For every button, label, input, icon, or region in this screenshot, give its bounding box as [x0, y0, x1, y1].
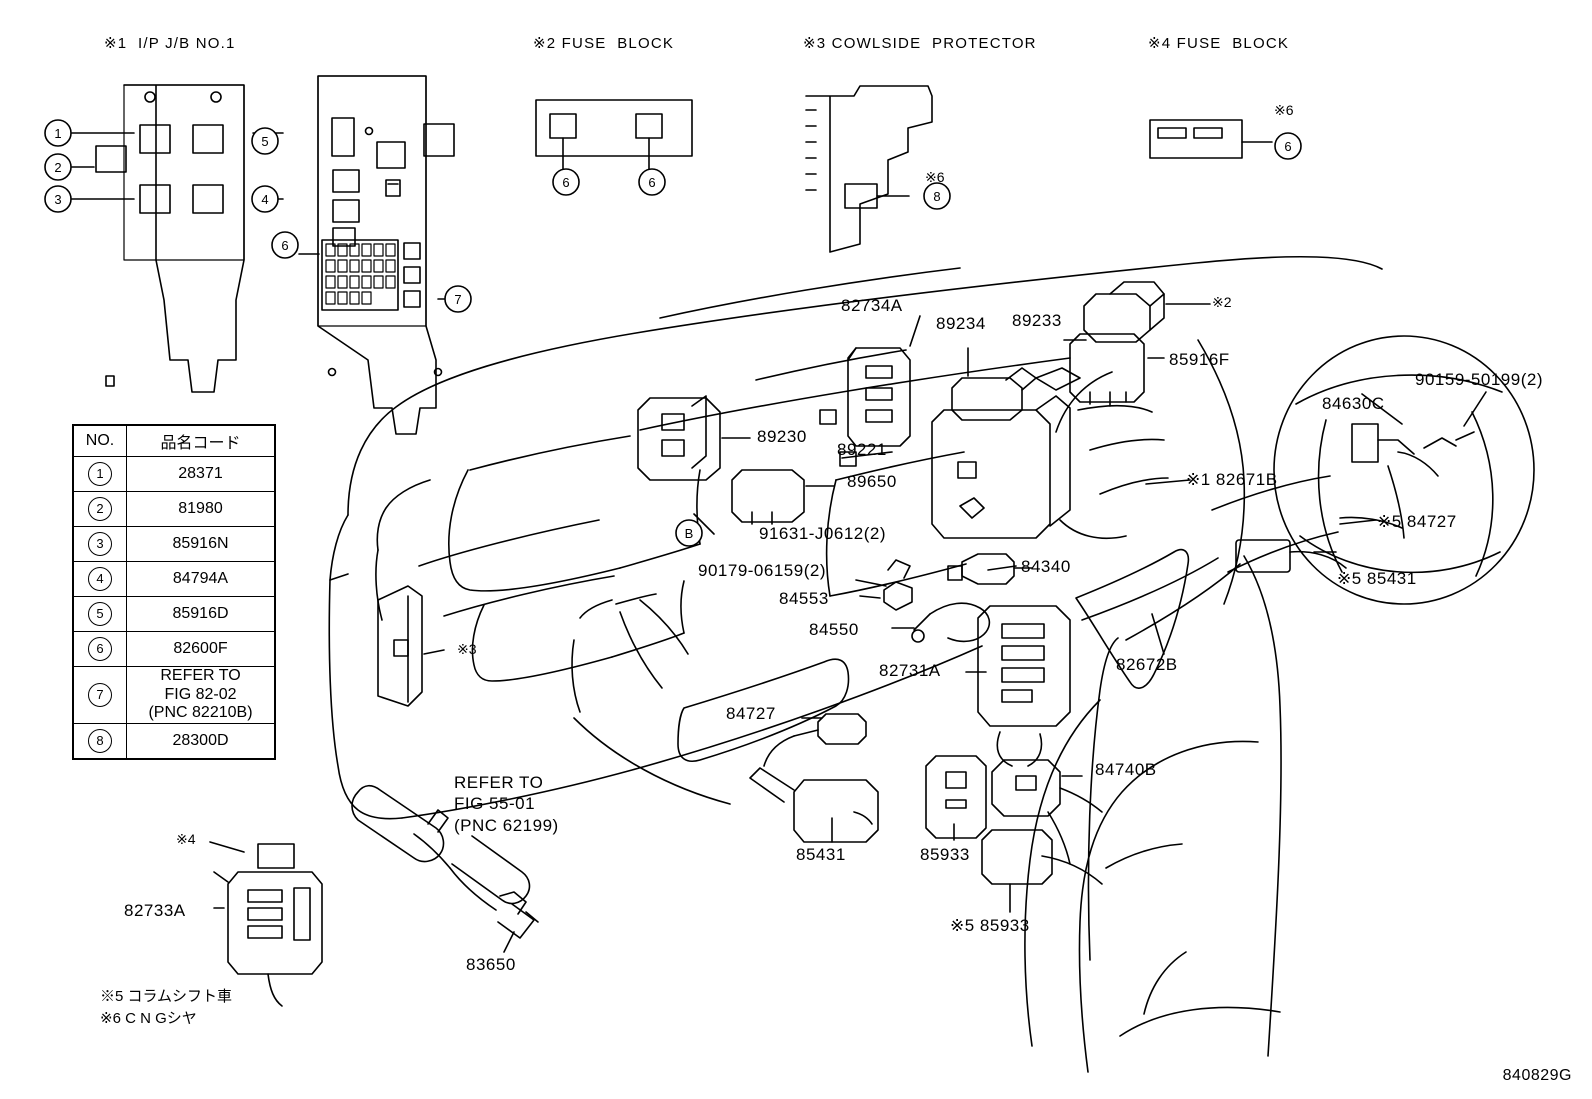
svg-text:3: 3 [54, 192, 61, 207]
table-row: 7 REFER TO FIG 82-02 (PNC 82210B) [72, 666, 276, 724]
part-label-85431: 85431 [796, 845, 846, 864]
ref-marker-6a: ※6 [925, 169, 945, 185]
part-label-84340: 84340 [1021, 557, 1071, 576]
balloon-1: 1 [88, 462, 112, 486]
part-label-83650: 83650 [466, 955, 516, 974]
legend-code-8: 28300D [126, 723, 276, 760]
part-label-90159-50199: 90159-50199(2) [1415, 370, 1543, 389]
svg-text:6: 6 [648, 175, 655, 190]
part-label-84553: 84553 [779, 589, 829, 608]
legend-code-1: 28371 [126, 456, 276, 492]
svg-text:6: 6 [281, 238, 288, 253]
balloon-2: 2 [88, 497, 112, 521]
ref-marker-6b: ※6 [1274, 102, 1294, 118]
part-label-89650: 89650 [847, 472, 897, 491]
svg-text:B: B [685, 526, 694, 541]
svg-text:6: 6 [562, 175, 569, 190]
section-header-fuse-block-4: ※4 FUSE BLOCK [1148, 35, 1290, 52]
drawing-code: 840829G [1502, 1067, 1572, 1084]
table-row: 5 85916D [72, 596, 276, 632]
legend-code-7: REFER TO FIG 82-02 (PNC 82210B) [126, 666, 276, 724]
table-row: 8 28300D [72, 723, 276, 760]
svg-text:4: 4 [261, 192, 268, 207]
part-label-85933: 85933 [920, 845, 970, 864]
part-label-82733A: 82733A [124, 901, 186, 920]
legend-code-2: 81980 [126, 491, 276, 527]
legend-code-5: 85916D [126, 596, 276, 632]
balloon-3: 3 [88, 532, 112, 556]
balloon-4: 4 [88, 567, 112, 591]
part-label-91631-J0612: 91631-J0612(2) [759, 524, 887, 543]
table-row: 4 84794A [72, 561, 276, 597]
balloon-8: 8 [88, 729, 112, 753]
part-label-84727-col: ※5 84727 [1377, 512, 1457, 531]
part-label-84550: 84550 [809, 620, 859, 639]
part-label-82672B: 82672B [1116, 655, 1178, 674]
part-label-85916F: 85916F [1169, 350, 1230, 369]
footnote-5: ※5 コラムシフト車 [100, 988, 233, 1005]
svg-text:2: 2 [54, 160, 61, 175]
part-label-89230: 89230 [757, 427, 807, 446]
part-label-82734A: 82734A [841, 296, 903, 315]
th-code: 品名コード [126, 424, 276, 457]
legend-code-3: 85916N [126, 526, 276, 562]
part-label-82671B: ※1 82671B [1186, 470, 1278, 489]
part-label-84727: 84727 [726, 704, 776, 723]
svg-text:5: 5 [261, 134, 268, 149]
part-label-89234: 89234 [936, 314, 986, 333]
part-label-84740B: 84740B [1095, 760, 1157, 779]
legend-code-4: 84794A [126, 561, 276, 597]
balloon-7: 7 [88, 683, 112, 707]
table-header-row: NO. 品名コード [72, 424, 276, 457]
part-label-82731A: 82731A [879, 661, 941, 680]
table-row: 2 81980 [72, 491, 276, 527]
svg-text:7: 7 [454, 292, 461, 307]
table-row: 3 85916N [72, 526, 276, 562]
legend-table: NO. 品名コード 1 28371 2 81980 3 85916N 4 847… [72, 424, 276, 760]
part-label-89233: 89233 [1012, 311, 1062, 330]
footnote-6: ※6 C N Gシヤ [100, 1010, 197, 1027]
svg-text:1: 1 [54, 126, 61, 141]
section-header-ip-jb: ※1 I/P J/B NO.1 [104, 35, 236, 52]
part-label-90179-06159: 90179-06159(2) [698, 561, 826, 580]
ref-marker-2: ※2 [1212, 294, 1232, 310]
refer-to-fig-55-01: REFER TO FIG 55-01 (PNC 62199) [454, 773, 559, 835]
ref-marker-3: ※3 [457, 641, 477, 657]
section-header-cowlside-protector: ※3 COWLSIDE PROTECTOR [803, 35, 1037, 52]
part-label-89221: 89221 [837, 440, 887, 459]
part-label-85933-col: ※5 85933 [950, 916, 1030, 935]
table-row: 6 82600F [72, 631, 276, 667]
legend-code-6: 82600F [126, 631, 276, 667]
balloon-6: 6 [88, 637, 112, 661]
balloon-5: 5 [88, 602, 112, 626]
ref-marker-4: ※4 [176, 831, 196, 847]
svg-text:8: 8 [933, 189, 940, 204]
part-label-85431-col: ※5 85431 [1337, 569, 1417, 588]
th-no: NO. [72, 424, 127, 457]
section-header-fuse-block-2: ※2 FUSE BLOCK [533, 35, 675, 52]
table-row: 1 28371 [72, 456, 276, 492]
part-label-84630C: 84630C [1322, 394, 1385, 413]
svg-text:6: 6 [1284, 139, 1291, 154]
